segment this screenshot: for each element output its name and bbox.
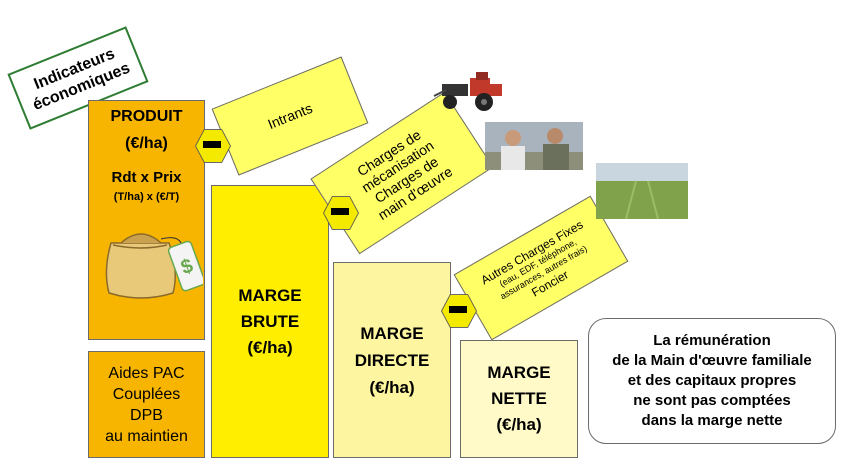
- field-photo: [596, 163, 688, 219]
- marge-brute-line1: MARGE: [238, 283, 301, 309]
- marge-directe-unit: (€/ha): [369, 374, 414, 401]
- aides-line: au maintien: [105, 426, 188, 447]
- tractor-image: [432, 72, 506, 112]
- note-line: La rémunération: [653, 331, 771, 351]
- aides-pac-box: Aides PAC Couplées DPB au maintien: [88, 351, 205, 458]
- marge-nette-line1: MARGE: [487, 360, 550, 386]
- intrants-label: Intrants: [265, 100, 314, 132]
- minus-icon: [203, 141, 221, 148]
- aides-line: Couplées: [113, 384, 181, 405]
- minus-icon: [331, 208, 349, 215]
- minus-icon: [449, 306, 467, 313]
- produit-unit: (€/ha): [125, 133, 168, 155]
- marge-brute-unit: (€/ha): [247, 335, 292, 361]
- marge-nette-line2: NETTE: [491, 386, 547, 412]
- produit-box: PRODUIT (€/ha) Rdt x Prix (T/ha) x (€/T)…: [88, 100, 205, 340]
- note-line: de la Main d'œuvre familiale: [612, 351, 811, 371]
- farmers-photo: [485, 122, 583, 170]
- produit-formula: Rdt x Prix: [111, 169, 181, 187]
- minus-hexagon: [195, 128, 231, 164]
- marge-brute-line2: BRUTE: [241, 309, 300, 335]
- aides-line: DPB: [130, 405, 163, 426]
- note-line: et des capitaux propres: [628, 371, 796, 391]
- marge-directe-box: MARGE DIRECTE (€/ha): [333, 262, 451, 458]
- marge-directe-line2: DIRECTE: [355, 347, 430, 374]
- marge-nette-unit: (€/ha): [496, 412, 541, 438]
- produit-formula-units: (T/ha) x (€/T): [114, 189, 179, 205]
- marge-nette-box: MARGE NETTE (€/ha): [460, 340, 578, 458]
- note-line: dans la marge nette: [642, 411, 783, 431]
- produit-title: PRODUIT: [111, 107, 183, 127]
- note-box: La rémunération de la Main d'œuvre famil…: [588, 318, 836, 444]
- minus-hexagon: [323, 195, 359, 231]
- aides-line: Aides PAC: [108, 363, 184, 384]
- money-bag-icon: $: [91, 221, 203, 301]
- minus-hexagon: [441, 293, 477, 329]
- marge-brute-box: MARGE BRUTE (€/ha): [211, 185, 329, 458]
- note-line: ne sont pas comptées: [633, 391, 791, 411]
- marge-directe-line1: MARGE: [360, 320, 423, 347]
